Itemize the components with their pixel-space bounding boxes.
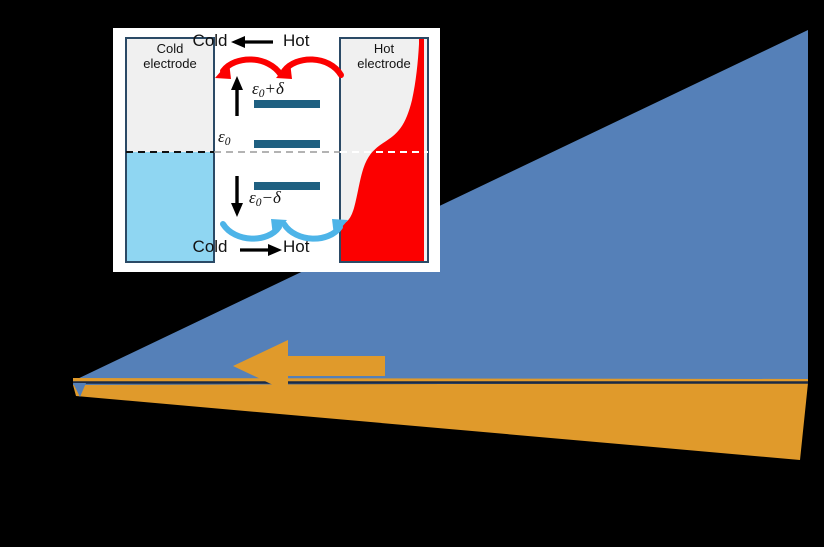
blue-arc-right-icon: [281, 219, 348, 242]
level-bar-epsilon-plus-delta: [254, 100, 320, 108]
orange-wedge: [73, 383, 808, 460]
epsilon-subscript-upper: 0: [258, 88, 265, 101]
wedge-tip-notch: [73, 383, 86, 397]
cold-from-hot-arrow-icon: [231, 36, 273, 48]
delta-symbol-upper: δ: [276, 79, 284, 98]
red-arc-left-icon: [215, 56, 284, 79]
inset-graphics: [125, 36, 429, 263]
epsilon-symbol-upper: ε: [252, 79, 259, 98]
epsilon-symbol-lower: ε: [249, 188, 256, 207]
epsilon-symbol-mid: ε: [218, 127, 225, 146]
epsilon-subscript-lower: 0: [255, 197, 262, 210]
level-bar-epsilon-minus-delta: [254, 182, 320, 190]
energy-label-epsilon-minus-delta: ε0−δ: [249, 188, 281, 209]
junction-inset-panel: Cold electrode Hot electrode Cold Hot Co…: [113, 28, 440, 272]
cold-electrode-border: [125, 37, 215, 263]
blue-arc-left-icon: [220, 219, 287, 242]
down-arrow-icon: [231, 176, 243, 217]
epsilon-operator-upper: +: [265, 79, 276, 98]
up-arrow-icon: [231, 76, 243, 116]
heat-flow-arrow: [233, 340, 385, 392]
cold-to-hot-arrow-icon: [240, 244, 282, 256]
energy-label-epsilon-plus-delta: ε0+δ: [252, 79, 284, 100]
blue-wedge: [73, 30, 808, 385]
epsilon-subscript-mid: 0: [224, 136, 231, 149]
level-bar-epsilon-zero: [254, 140, 320, 148]
cold-electrode-box: [126, 38, 214, 262]
hot-electrode-border: [339, 37, 429, 263]
epsilon-operator-lower: −: [262, 188, 273, 207]
red-arc-right-icon: [276, 56, 344, 79]
delta-symbol-lower: δ: [273, 188, 281, 207]
energy-label-epsilon-zero: ε0: [218, 127, 230, 148]
hot-electrode-box: [340, 38, 428, 262]
fermi-dirac-curve: [340, 38, 424, 262]
